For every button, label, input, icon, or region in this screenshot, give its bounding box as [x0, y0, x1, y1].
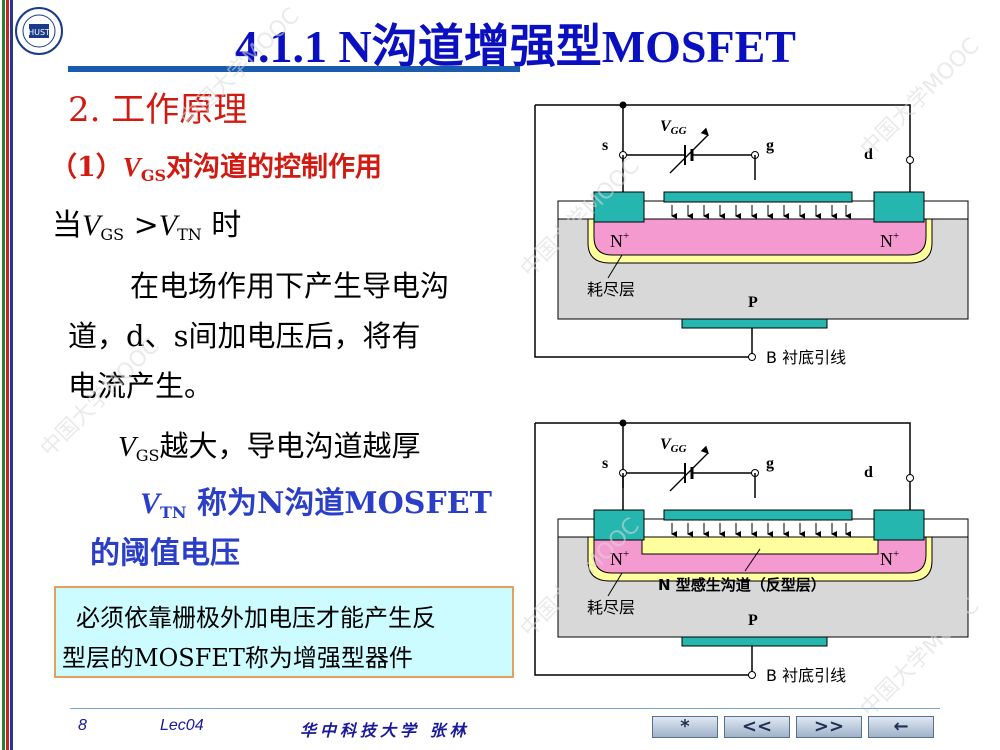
mosfet-diagram-top: VGG s g d N+ N+ 耗尽层 P B 衬底引线	[534, 101, 969, 367]
body-line-3: 电流产生。	[68, 369, 214, 403]
page-title: 4.1.1 N沟道增强型MOSFET	[235, 21, 796, 72]
left-border-bar-green	[2, 0, 5, 750]
p-label: P	[748, 294, 758, 311]
depletion-label: 耗尽层	[587, 280, 635, 299]
lecture-label: Lec04	[160, 717, 204, 734]
subsection-heading: （1）VGS对沟道的控制作用	[50, 152, 383, 185]
threshold-line-2: 的阈值电压	[90, 536, 240, 571]
drain-electrode	[873, 191, 925, 223]
gate-label-2: g	[766, 455, 774, 472]
nav-home-button[interactable]: *	[652, 716, 718, 738]
n-right-label: N+	[880, 230, 899, 251]
depletion-label-2: 耗尽层	[587, 598, 635, 617]
source-label: s	[602, 137, 608, 154]
substrate-lead-label: B 衬底引线	[766, 348, 846, 367]
left-border-bar-red	[6, 0, 9, 750]
body-line-1: 在电场作用下产生导电沟	[130, 269, 450, 303]
svg-text:N+: N+	[610, 548, 629, 569]
left-border-bar-blue	[10, 0, 13, 750]
n-plus-region	[593, 218, 927, 256]
nav-next-button[interactable]: >>	[796, 716, 862, 738]
footer-rule	[70, 708, 940, 709]
svg-text:N+: N+	[880, 548, 899, 569]
university-logo: HUST	[15, 7, 63, 55]
channel-label: N 型感生沟道（反型层）	[658, 576, 826, 594]
source-label-2: s	[602, 455, 608, 472]
svg-text:VGG: VGG	[660, 436, 687, 455]
gate-electrode	[663, 191, 853, 203]
source-electrode	[593, 191, 645, 223]
drain-label: d	[864, 146, 873, 163]
mosfet-diagram-bottom: VGG s g d N+ N+ N 型感生沟道（反型层） 耗尽层 P B 衬底引…	[534, 419, 969, 685]
vgg-label: VGG	[660, 118, 687, 137]
n-left-label: N+	[610, 230, 629, 251]
induced-channel	[641, 536, 879, 555]
body-line-2: 道，d、s间加电压后，将有	[68, 319, 421, 353]
drain-label-2: d	[864, 464, 873, 481]
substrate-lead-label-2: B 衬底引线	[766, 666, 846, 685]
wire-top	[622, 104, 911, 170]
note-line-2: 型层的MOSFET称为增强型器件	[62, 644, 413, 672]
title-underline	[68, 66, 520, 72]
author-label: 华中科技大学 张林	[300, 721, 470, 740]
variable-arrow	[669, 127, 709, 174]
page-number: 8	[78, 717, 87, 734]
svg-text:HUST: HUST	[28, 28, 50, 37]
gate-label: g	[766, 137, 774, 154]
substrate-electrode	[681, 318, 828, 329]
nav-prev-button[interactable]: <<	[724, 716, 790, 738]
threshold-line-1: VTN 称为N沟道MOSFET	[140, 486, 492, 522]
section-heading: 2. 工作原理	[68, 90, 248, 130]
p-label-2: P	[748, 612, 758, 629]
condition-line: 当VGS >VTN 时	[52, 208, 242, 244]
note-line-1: 必须依靠栅极外加电压才能产生反	[76, 604, 436, 632]
nav-return-button[interactable]: ←	[868, 716, 934, 738]
thicker-channel-line: VGS越大，导电沟道越厚	[118, 429, 421, 465]
definition-note-box: 必须依靠栅极外加电压才能产生反 型层的MOSFET称为增强型器件	[54, 586, 514, 678]
